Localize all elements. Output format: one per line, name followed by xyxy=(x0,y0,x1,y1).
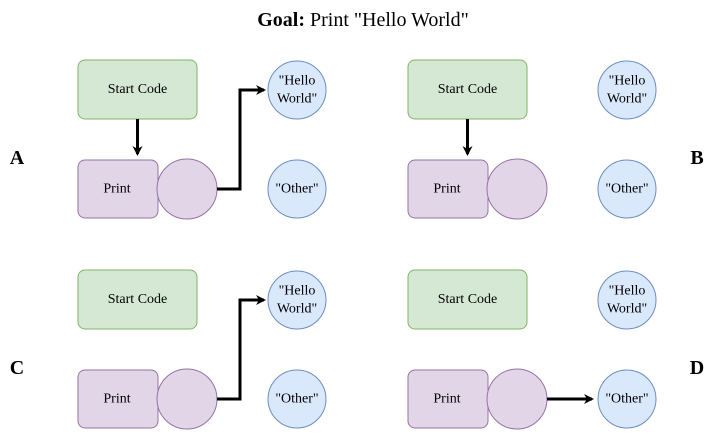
edge-print-to-hello xyxy=(217,295,266,401)
print-label: Print xyxy=(103,392,130,407)
hello-world-label-line1: "Hello xyxy=(279,74,316,89)
hello-world-circle xyxy=(597,270,657,330)
start-code-node: Start Code xyxy=(77,269,198,330)
other-circle xyxy=(597,159,657,219)
panel-label-d: D xyxy=(690,357,704,379)
print-label: Print xyxy=(433,392,460,407)
other-circle xyxy=(267,159,327,219)
print-node: Print xyxy=(407,159,489,219)
print-label: Print xyxy=(103,182,130,197)
start-code-label: Start Code xyxy=(438,82,498,97)
hello-world-label-line2: World" xyxy=(607,302,647,317)
start-code-label: Start Code xyxy=(108,292,168,307)
panel-label-a: A xyxy=(10,147,25,169)
print-output-port xyxy=(156,158,218,220)
title-text: Print "Hello World" xyxy=(305,9,469,31)
hello-world-circle xyxy=(267,60,327,120)
start-code-node: Start Code xyxy=(77,59,198,120)
panels: Start CodePrint"HelloWorld""Other"AStart… xyxy=(10,59,704,430)
panel-label-b: B xyxy=(690,147,703,169)
title-prefix: Goal: xyxy=(257,9,305,31)
start-code-label: Start Code xyxy=(108,82,168,97)
print-output-port xyxy=(486,158,548,220)
other-circle xyxy=(597,369,657,429)
hello-world-label-line2: World" xyxy=(607,92,647,107)
start-code-node: Start Code xyxy=(407,269,528,330)
print-output-port xyxy=(156,368,218,430)
diagram-title: Goal: Print "Hello World" xyxy=(257,9,469,31)
hello-world-label-line1: "Hello xyxy=(609,284,646,299)
other-node: "Other" xyxy=(597,369,657,429)
print-node: Print xyxy=(407,369,489,429)
other-node: "Other" xyxy=(267,159,327,219)
print-node: Print xyxy=(77,159,159,219)
hello-world-label-line2: World" xyxy=(277,92,317,107)
hello-world-circle xyxy=(267,270,327,330)
print-label: Print xyxy=(433,182,460,197)
hello-world-circle xyxy=(597,60,657,120)
other-label: "Other" xyxy=(275,392,318,407)
start-code-node: Start Code xyxy=(407,59,528,120)
print-output-port xyxy=(486,368,548,430)
other-node: "Other" xyxy=(267,369,327,429)
other-label: "Other" xyxy=(605,392,648,407)
other-node: "Other" xyxy=(597,159,657,219)
other-label: "Other" xyxy=(605,182,648,197)
print-node: Print xyxy=(77,369,159,429)
hello-world-label-line1: "Hello xyxy=(609,74,646,89)
other-label: "Other" xyxy=(275,182,318,197)
edge-print-to-hello xyxy=(217,85,266,191)
start-code-box xyxy=(407,269,528,330)
start-code-box xyxy=(77,269,198,330)
start-code-label: Start Code xyxy=(438,292,498,307)
hello-world-label-line1: "Hello xyxy=(279,284,316,299)
panel-label-c: C xyxy=(10,357,24,379)
hello-world-label-line2: World" xyxy=(277,302,317,317)
other-circle xyxy=(267,369,327,429)
